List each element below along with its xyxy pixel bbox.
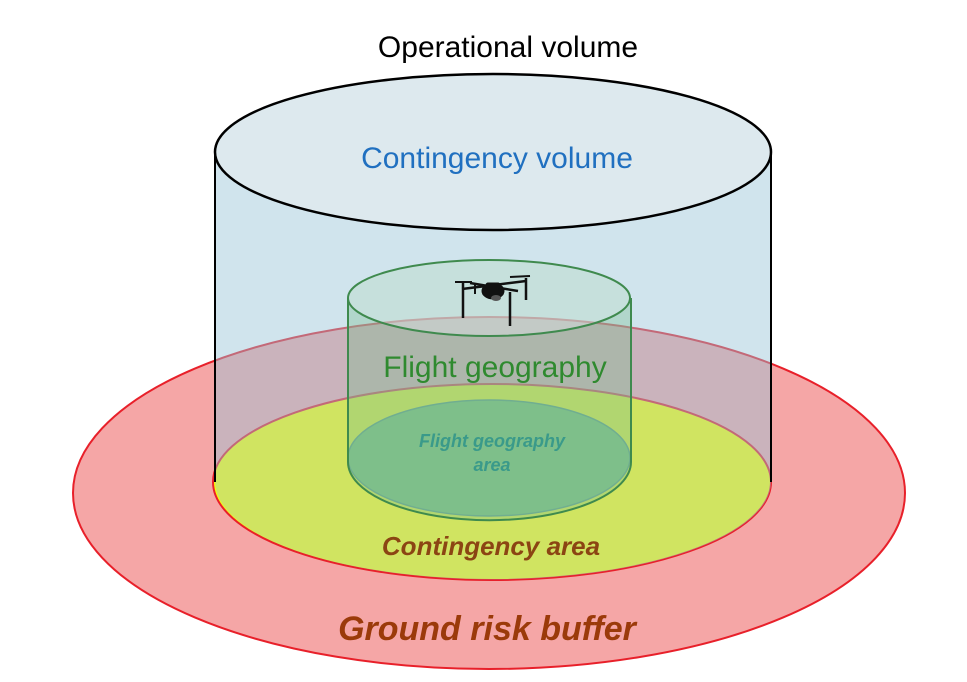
flight-geography-area-label-line2: area — [473, 455, 510, 475]
contingency-volume-body — [215, 152, 771, 580]
drone-icon — [455, 275, 531, 326]
flight-geography-bottom-arc — [347, 461, 632, 522]
flight-geography-body — [348, 298, 631, 521]
ground-risk-buffer-label: Ground risk buffer — [338, 610, 638, 648]
contingency-area-label: Contingency area — [382, 531, 600, 561]
flight-geography-label: Flight geography — [383, 351, 606, 384]
contingency-volume-label: Contingency volume — [361, 142, 633, 175]
flight-geography-area-label-line1: Flight geography — [419, 431, 566, 451]
contingency-volume-top — [213, 72, 773, 232]
operational-volume-label: Operational volume — [378, 31, 638, 64]
